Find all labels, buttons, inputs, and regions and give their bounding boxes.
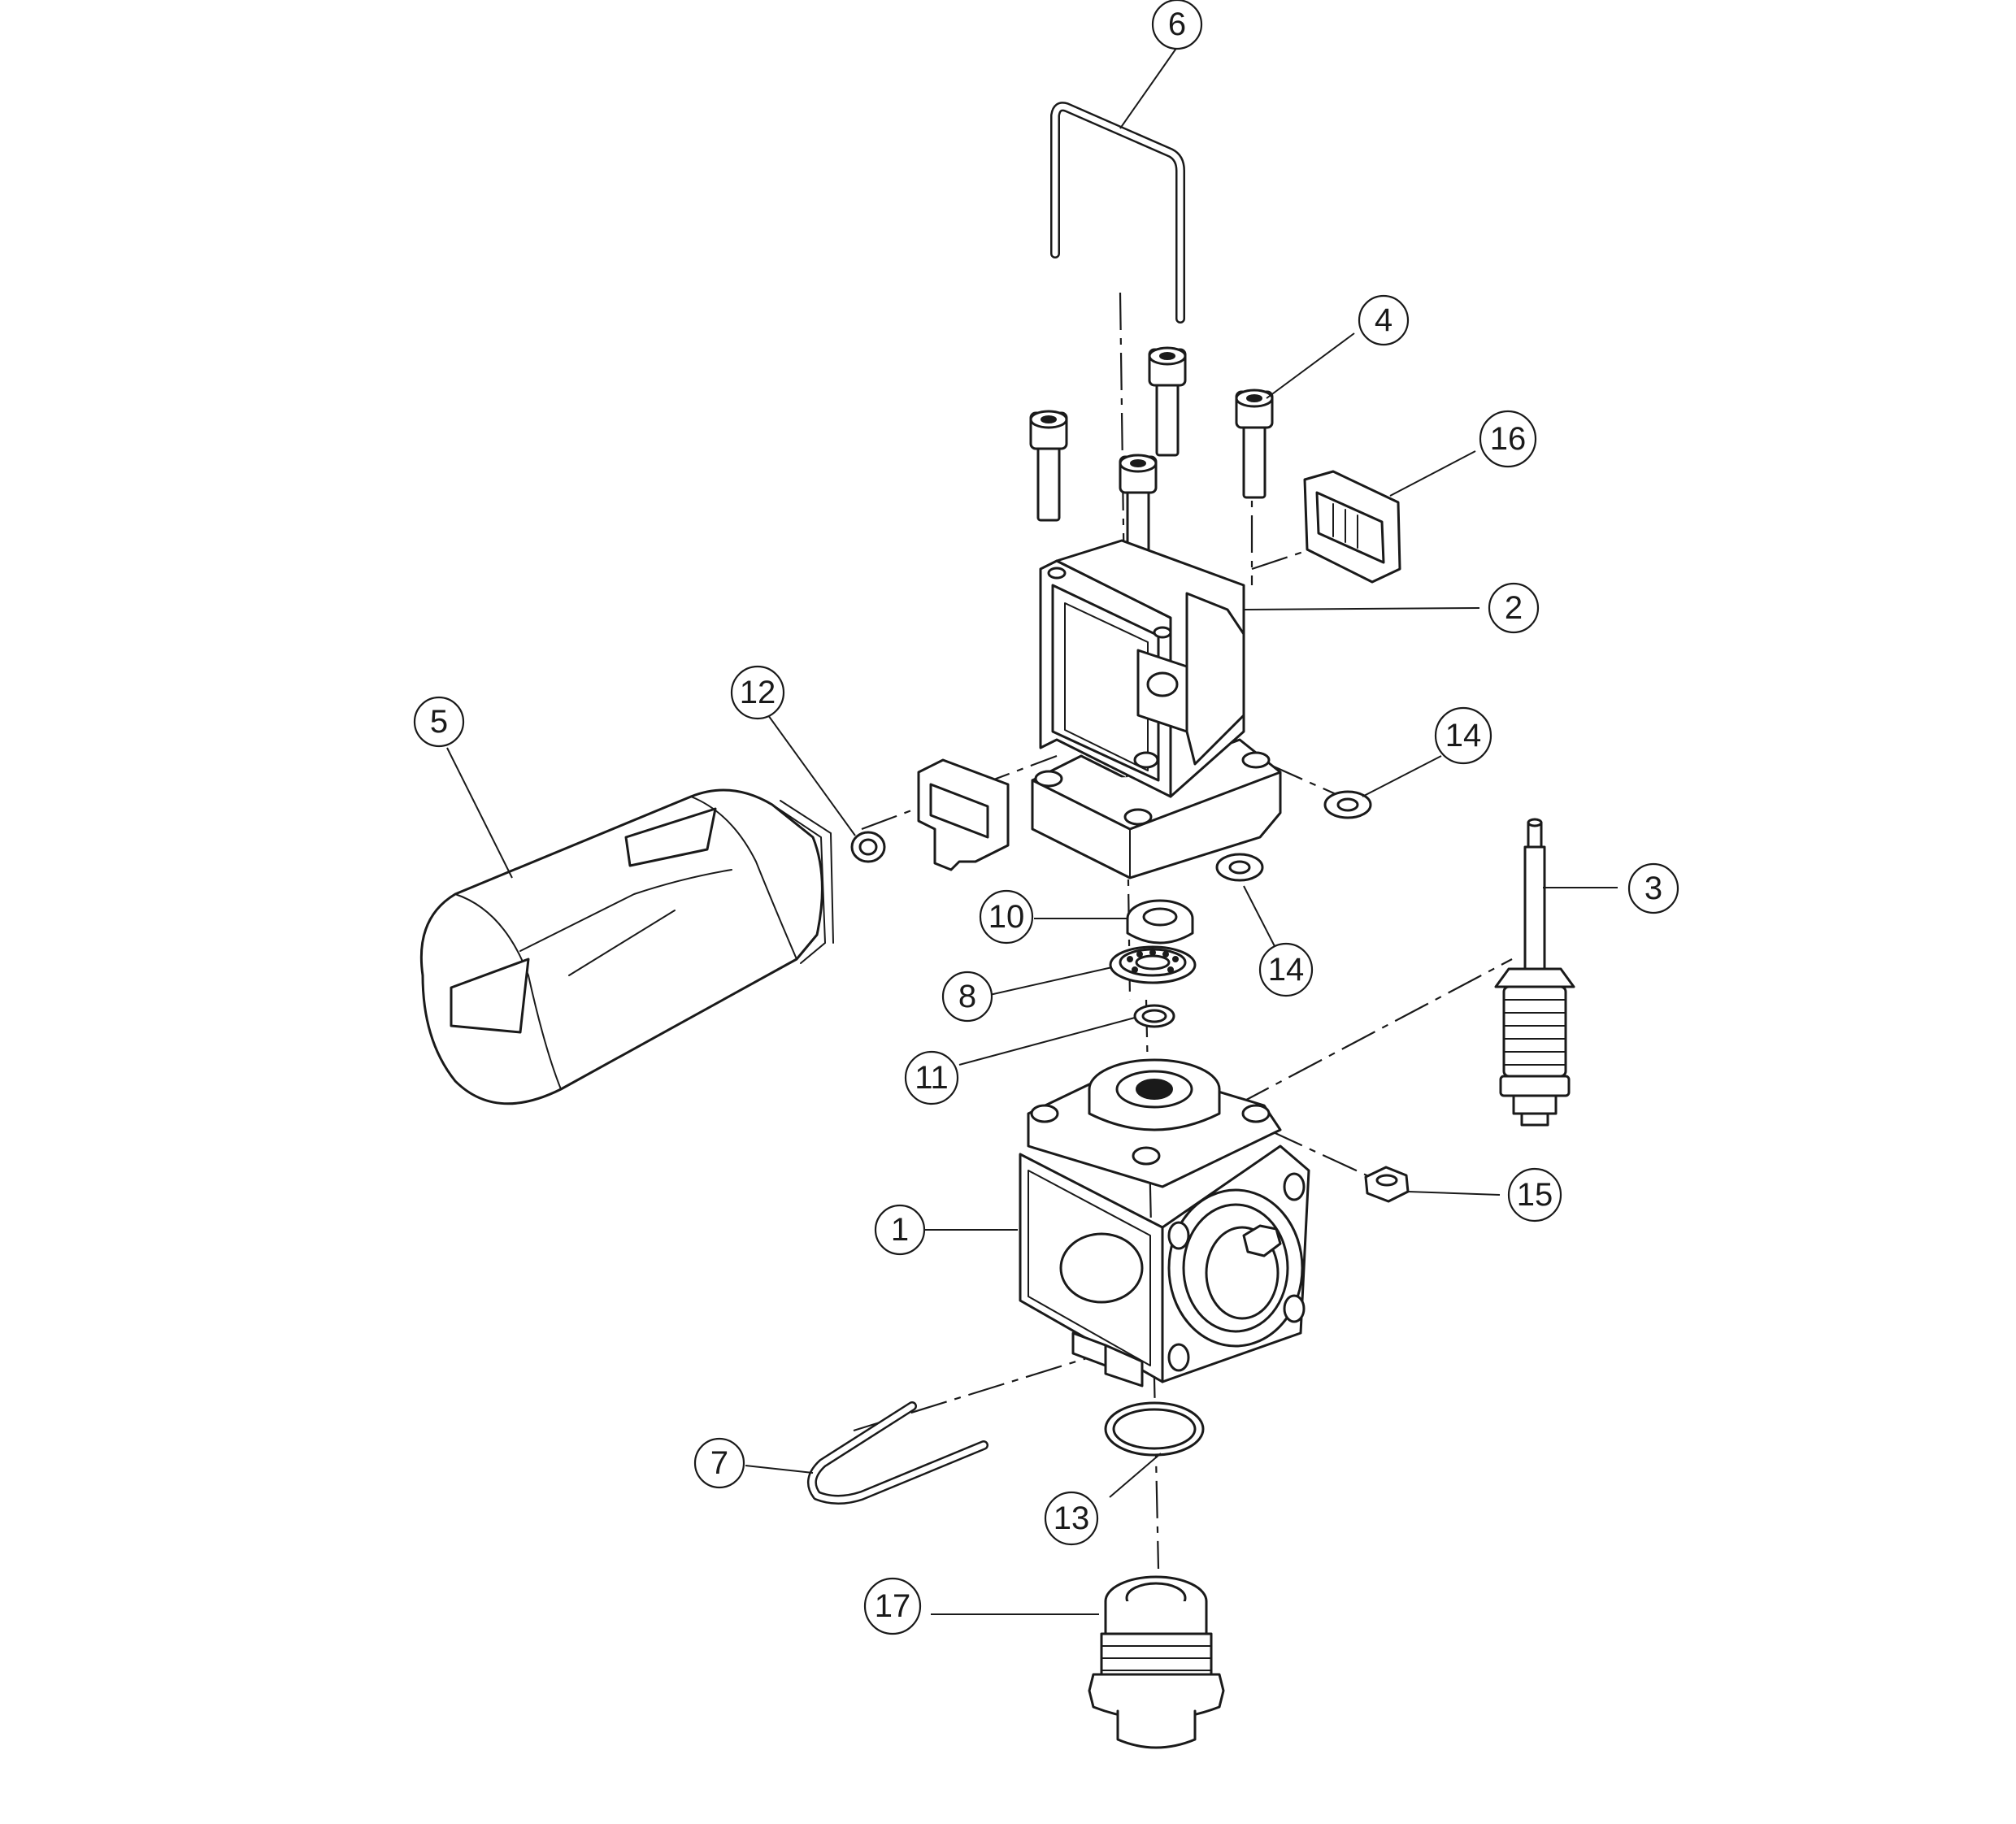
callout-1-label: 1	[891, 1212, 909, 1248]
part-17-fitting	[1088, 1575, 1225, 1749]
part-16-connector	[1303, 470, 1401, 584]
callout-17-label: 17	[875, 1588, 911, 1624]
part-14-washers	[1215, 790, 1372, 882]
callout-15: 15	[1507, 1167, 1562, 1223]
callout-14-lower-label: 14	[1268, 952, 1305, 988]
part-2-actuator-housing	[1031, 539, 1282, 879]
callout-13: 13	[1044, 1491, 1099, 1546]
part-1-valve-body	[1019, 1058, 1310, 1388]
callout-12-label: 12	[740, 675, 776, 710]
part-10-seal	[1126, 899, 1194, 945]
part-11-o-ring	[1133, 1004, 1175, 1028]
callout-12: 12	[730, 665, 785, 720]
callout-3: 3	[1627, 862, 1679, 914]
callout-5: 5	[413, 696, 465, 748]
callout-8: 8	[941, 971, 993, 1023]
callout-2-label: 2	[1505, 590, 1523, 626]
callout-16-label: 16	[1490, 421, 1527, 457]
callout-5-label: 5	[430, 704, 448, 740]
callout-13-label: 13	[1054, 1500, 1090, 1536]
part-7-wire-clip	[1050, 102, 1185, 324]
callout-14-lower: 14	[1258, 942, 1314, 997]
part-3-valve-stem	[1494, 818, 1575, 1127]
callout-7: 6	[1151, 0, 1203, 50]
callout-6: 7	[693, 1437, 745, 1489]
callout-8-label: 8	[958, 979, 976, 1014]
callout-11-label: 11	[915, 1060, 949, 1096]
callout-3-label: 3	[1645, 871, 1662, 906]
callout-15-label: 15	[1517, 1177, 1553, 1213]
part-15-hex-nut	[1364, 1166, 1410, 1203]
leader-lines	[446, 46, 1618, 1615]
callout-1: 1	[874, 1204, 926, 1256]
callout-14-upper-label: 14	[1445, 718, 1482, 753]
callout-7-label: 6	[1168, 7, 1186, 42]
adapter-block	[917, 758, 1010, 871]
part-13-o-ring	[1104, 1401, 1205, 1457]
callout-14-upper: 14	[1434, 706, 1492, 765]
callout-11: 11	[904, 1050, 959, 1105]
part-12-bushing	[850, 831, 886, 863]
part-4-screws	[1029, 346, 1274, 564]
callout-4-label: 4	[1375, 302, 1393, 338]
callout-2: 2	[1488, 582, 1540, 634]
callout-4: 4	[1358, 294, 1410, 346]
callout-16: 16	[1479, 410, 1537, 468]
part-5-cover	[419, 788, 834, 1105]
part-8-bearing	[1109, 945, 1197, 984]
callout-6-label: 7	[710, 1445, 728, 1481]
callout-10: 10	[979, 889, 1034, 945]
part-6-u-pin	[806, 1401, 988, 1505]
callout-17: 17	[863, 1577, 922, 1635]
callout-10-label: 10	[988, 899, 1025, 935]
